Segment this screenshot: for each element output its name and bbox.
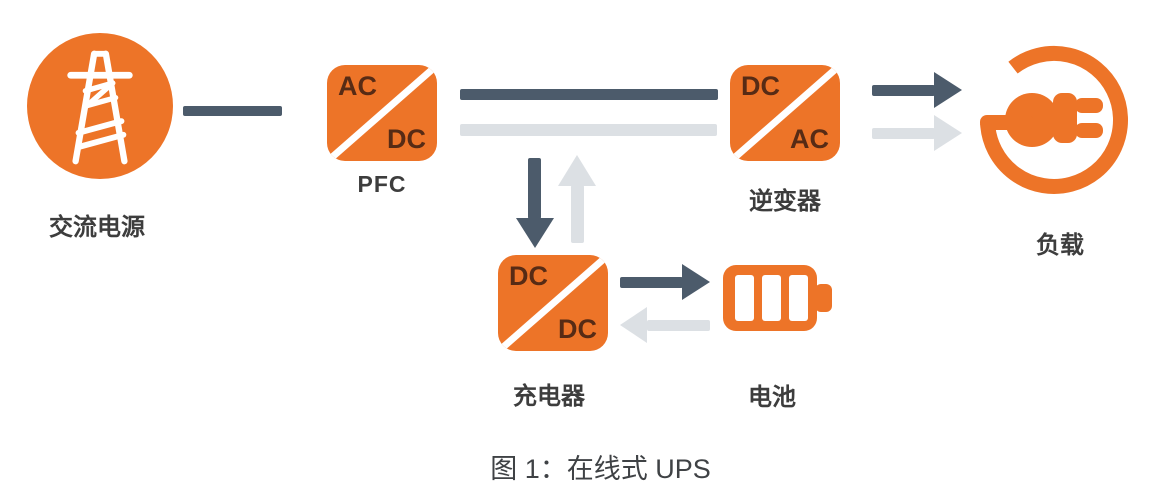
inverter-input-label: DC bbox=[741, 71, 780, 101]
inverter-output-label: AC bbox=[790, 124, 829, 155]
inverter-label: 逆变器 bbox=[749, 188, 821, 215]
diagonal-divider bbox=[730, 65, 840, 161]
power-plug-icon bbox=[980, 46, 1128, 194]
inverter-box: DC AC bbox=[730, 65, 840, 161]
diagonal-divider bbox=[327, 65, 437, 161]
diagonal-divider bbox=[498, 255, 608, 351]
line-source-to-pfc bbox=[183, 106, 282, 116]
load-label: 负载 bbox=[1036, 232, 1084, 259]
charger-output-label: DC bbox=[558, 314, 597, 345]
battery-icon bbox=[723, 265, 832, 331]
charger-label: 充电器 bbox=[513, 383, 585, 410]
charger-box: DC DC bbox=[498, 255, 608, 351]
ac-source-label: 交流电源 bbox=[49, 214, 145, 241]
power-tower-icon bbox=[67, 50, 133, 165]
pfc-label: PFC bbox=[357, 171, 407, 197]
pfc-box: AC DC bbox=[327, 65, 437, 161]
figure-caption: 图 1：在线式 UPS bbox=[490, 454, 711, 484]
battery-label: 电池 bbox=[748, 384, 796, 411]
charger-input-label: DC bbox=[509, 261, 548, 291]
line-pfc-to-inverter-dark bbox=[460, 89, 718, 100]
ac-source-node bbox=[27, 33, 173, 179]
pfc-input-label: AC bbox=[338, 71, 377, 101]
pfc-output-label: DC bbox=[387, 124, 426, 155]
line-inverter-to-pfc-light bbox=[460, 124, 717, 136]
